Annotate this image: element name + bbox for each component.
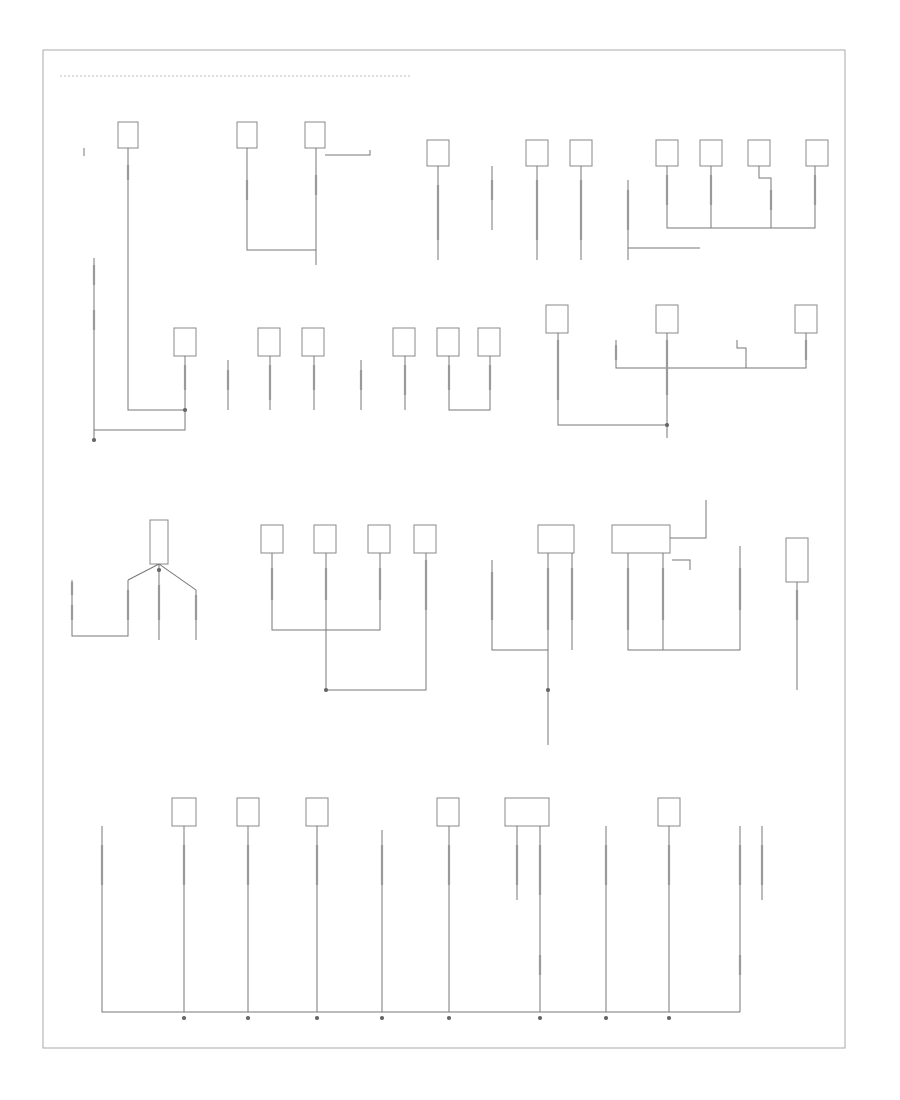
component-box [655, 304, 679, 334]
ground-point [604, 1016, 608, 1020]
ground-point [538, 1016, 542, 1020]
component-box [236, 797, 260, 827]
component-box [657, 797, 681, 827]
splice-node [157, 568, 161, 572]
ground-wire [666, 166, 816, 229]
ground-point [447, 1016, 451, 1020]
component-box [699, 139, 723, 167]
top-row-components [83, 121, 829, 440]
ground-wire [615, 333, 807, 369]
component-box [537, 524, 575, 554]
ground-wire [736, 340, 747, 368]
component-box [367, 524, 391, 554]
component-box [304, 121, 326, 149]
ground-wire [325, 150, 371, 156]
ground-wire [448, 356, 491, 411]
component-box [173, 327, 197, 357]
ground-point [315, 1016, 319, 1020]
ground-wire [670, 500, 707, 539]
component-box [313, 524, 337, 554]
component-box [477, 327, 501, 357]
connector-segments [70, 165, 817, 975]
ground-wire [246, 148, 317, 265]
ground-wire [127, 148, 186, 411]
ground-wire [71, 580, 129, 637]
ground-point [182, 1016, 186, 1020]
component-box [611, 524, 671, 554]
component-box [413, 524, 437, 554]
component-box [257, 327, 281, 357]
component-box [260, 524, 284, 554]
component-box [305, 797, 329, 827]
second-row-components [93, 304, 818, 440]
component-box [545, 304, 569, 334]
component-box [149, 519, 169, 565]
bottom-row-components [101, 690, 763, 1013]
splice-node [665, 423, 669, 427]
splice-node [324, 688, 328, 692]
ground-wire [93, 356, 186, 440]
ground-point [246, 1016, 250, 1020]
component-box [655, 139, 679, 167]
component-box [785, 537, 809, 583]
diagram-frame [42, 49, 846, 1049]
splice-node [92, 438, 96, 442]
component-box [392, 327, 416, 357]
ground-wire [627, 546, 741, 651]
component-box [117, 121, 139, 149]
splice-node [183, 408, 187, 412]
ground-point [380, 1016, 384, 1020]
component-box [525, 139, 549, 167]
ground-wire [127, 563, 160, 581]
splice-node [546, 688, 550, 692]
component-box [436, 797, 460, 827]
splice-nodes [92, 408, 671, 1020]
component-box [805, 139, 829, 167]
component-box [236, 121, 258, 149]
component-box [436, 327, 460, 357]
component-box [747, 139, 771, 167]
ground-point [667, 1016, 671, 1020]
ground-wire [491, 560, 548, 651]
ground-wire [758, 166, 772, 228]
third-row-components [71, 500, 809, 691]
component-box [171, 797, 197, 827]
component-box [504, 797, 550, 827]
component-box [426, 139, 450, 167]
component-box [794, 304, 818, 334]
ground-wire [672, 559, 691, 570]
ground-bus-wire [101, 826, 740, 1013]
component-box [301, 327, 325, 357]
ground-wire [557, 333, 668, 426]
ground-wire [326, 553, 427, 691]
component-box [569, 139, 593, 167]
ground-wire [158, 563, 197, 591]
